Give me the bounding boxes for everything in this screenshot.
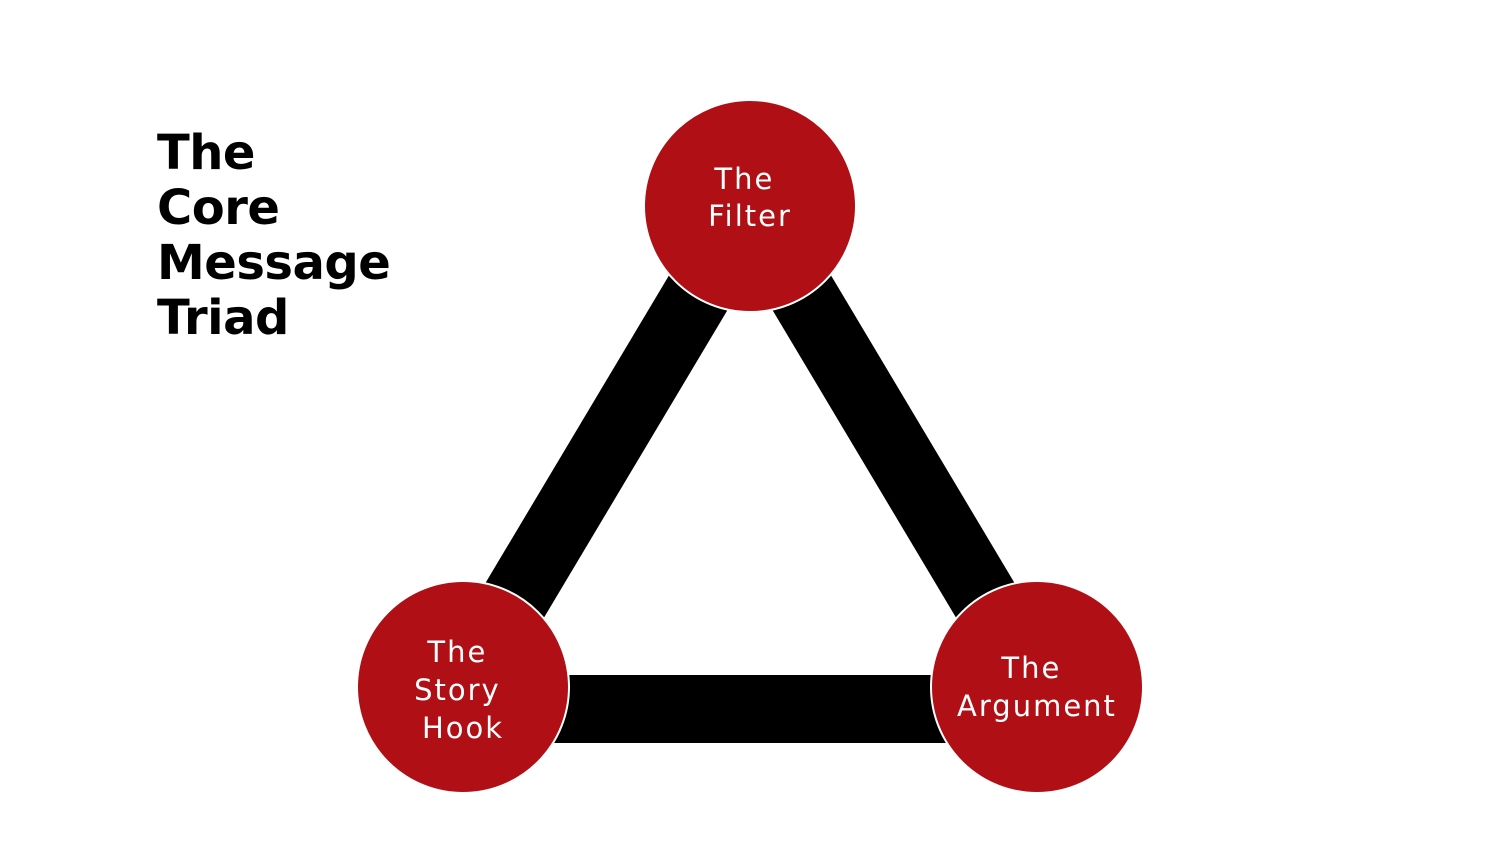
node-argument-circle: [930, 580, 1144, 794]
title-line: The: [157, 125, 255, 181]
node-label-line: The: [1000, 651, 1061, 685]
node-story-hook-circle: [356, 580, 570, 794]
node-label-line: Argument: [957, 689, 1117, 723]
slide-title: The Core Message Triad: [157, 125, 391, 346]
node-label-line: The: [426, 635, 487, 669]
node-label-line: Story: [414, 673, 501, 707]
node-label-line: The: [713, 162, 774, 196]
node-argument-label: The Argument: [957, 651, 1117, 723]
node-story-hook-label: The Story Hook: [414, 635, 512, 745]
node-label-line: Hook: [422, 711, 504, 745]
node-filter-label: The Filter: [708, 162, 792, 233]
node-argument: The Argument: [930, 580, 1144, 794]
title-line: Core: [157, 180, 280, 236]
node-filter: The Filter: [643, 99, 857, 313]
node-label-line: Filter: [708, 199, 792, 233]
title-line: Triad: [157, 290, 289, 346]
node-story-hook: The Story Hook: [356, 580, 570, 794]
title-line: Message: [157, 235, 391, 291]
node-filter-circle: [643, 99, 857, 313]
